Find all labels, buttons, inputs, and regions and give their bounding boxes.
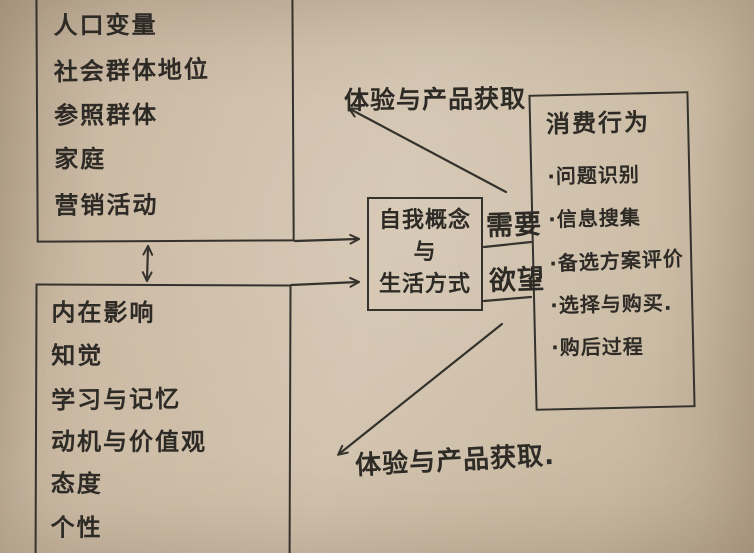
arrow-external-to-self-concept [293, 239, 358, 241]
internal-box-title: 内在影响 [51, 298, 156, 327]
cb-item-problem-recognition: ·问题识别 [547, 162, 641, 189]
arrow-to-experience-top [350, 109, 508, 194]
desire-label: 欲望 [488, 264, 546, 297]
external-item-reference-groups: 参照群体 [53, 101, 159, 130]
connector-desire-line [482, 295, 533, 303]
self-concept-line3: 生活方式 [378, 272, 471, 297]
external-item-marketing: 营销活动 [54, 191, 159, 220]
arrow-internal-to-self-concept [289, 282, 358, 285]
internal-item-learning-memory: 学习与记忆 [50, 384, 182, 415]
self-concept-lifestyle-box: 自我概念 与 生活方式 [367, 197, 483, 311]
cb-item-choice-purchase: ·选择与购买. [549, 290, 673, 318]
internal-influences-box: 内在影响 知觉 学习与记忆 动机与价值观 态度 个性 [34, 283, 292, 553]
internal-item-attitude: 态度 [50, 469, 104, 499]
internal-item-perception: 知觉 [51, 341, 104, 370]
cb-item-alternative-evaluation: ·备选方案评价 [548, 246, 685, 276]
external-item-demographics: 人口变量 [53, 11, 158, 40]
experience-acquisition-label-top: 体验与产品获取 [343, 84, 527, 115]
consumer-behavior-box: 消费行为 ·问题识别 ·信息搜集 ·备选方案评价 ·选择与购买. ·购后过程 [528, 91, 696, 411]
external-item-family: 家庭 [54, 145, 107, 174]
self-concept-line1: 自我概念 [378, 208, 471, 233]
self-concept-line2: 与 [413, 240, 437, 265]
consumer-behavior-title: 消费行为 [545, 108, 651, 139]
external-item-social-status: 社会群体地位 [53, 55, 211, 87]
cb-item-post-purchase: ·购后过程 [551, 334, 644, 360]
need-label: 需要 [485, 209, 543, 242]
arrow-to-experience-bottom [339, 322, 504, 454]
internal-item-personality: 个性 [50, 513, 103, 542]
internal-item-motivation-values: 动机与价值观 [50, 427, 208, 457]
arrow-external-internal-bidirectional [147, 247, 148, 280]
external-influences-box: 人口变量 社会群体地位 参照群体 家庭 营销活动 [35, 0, 295, 243]
cb-item-information-search: ·信息搜集 [547, 205, 642, 232]
connector-need-line [482, 240, 533, 249]
